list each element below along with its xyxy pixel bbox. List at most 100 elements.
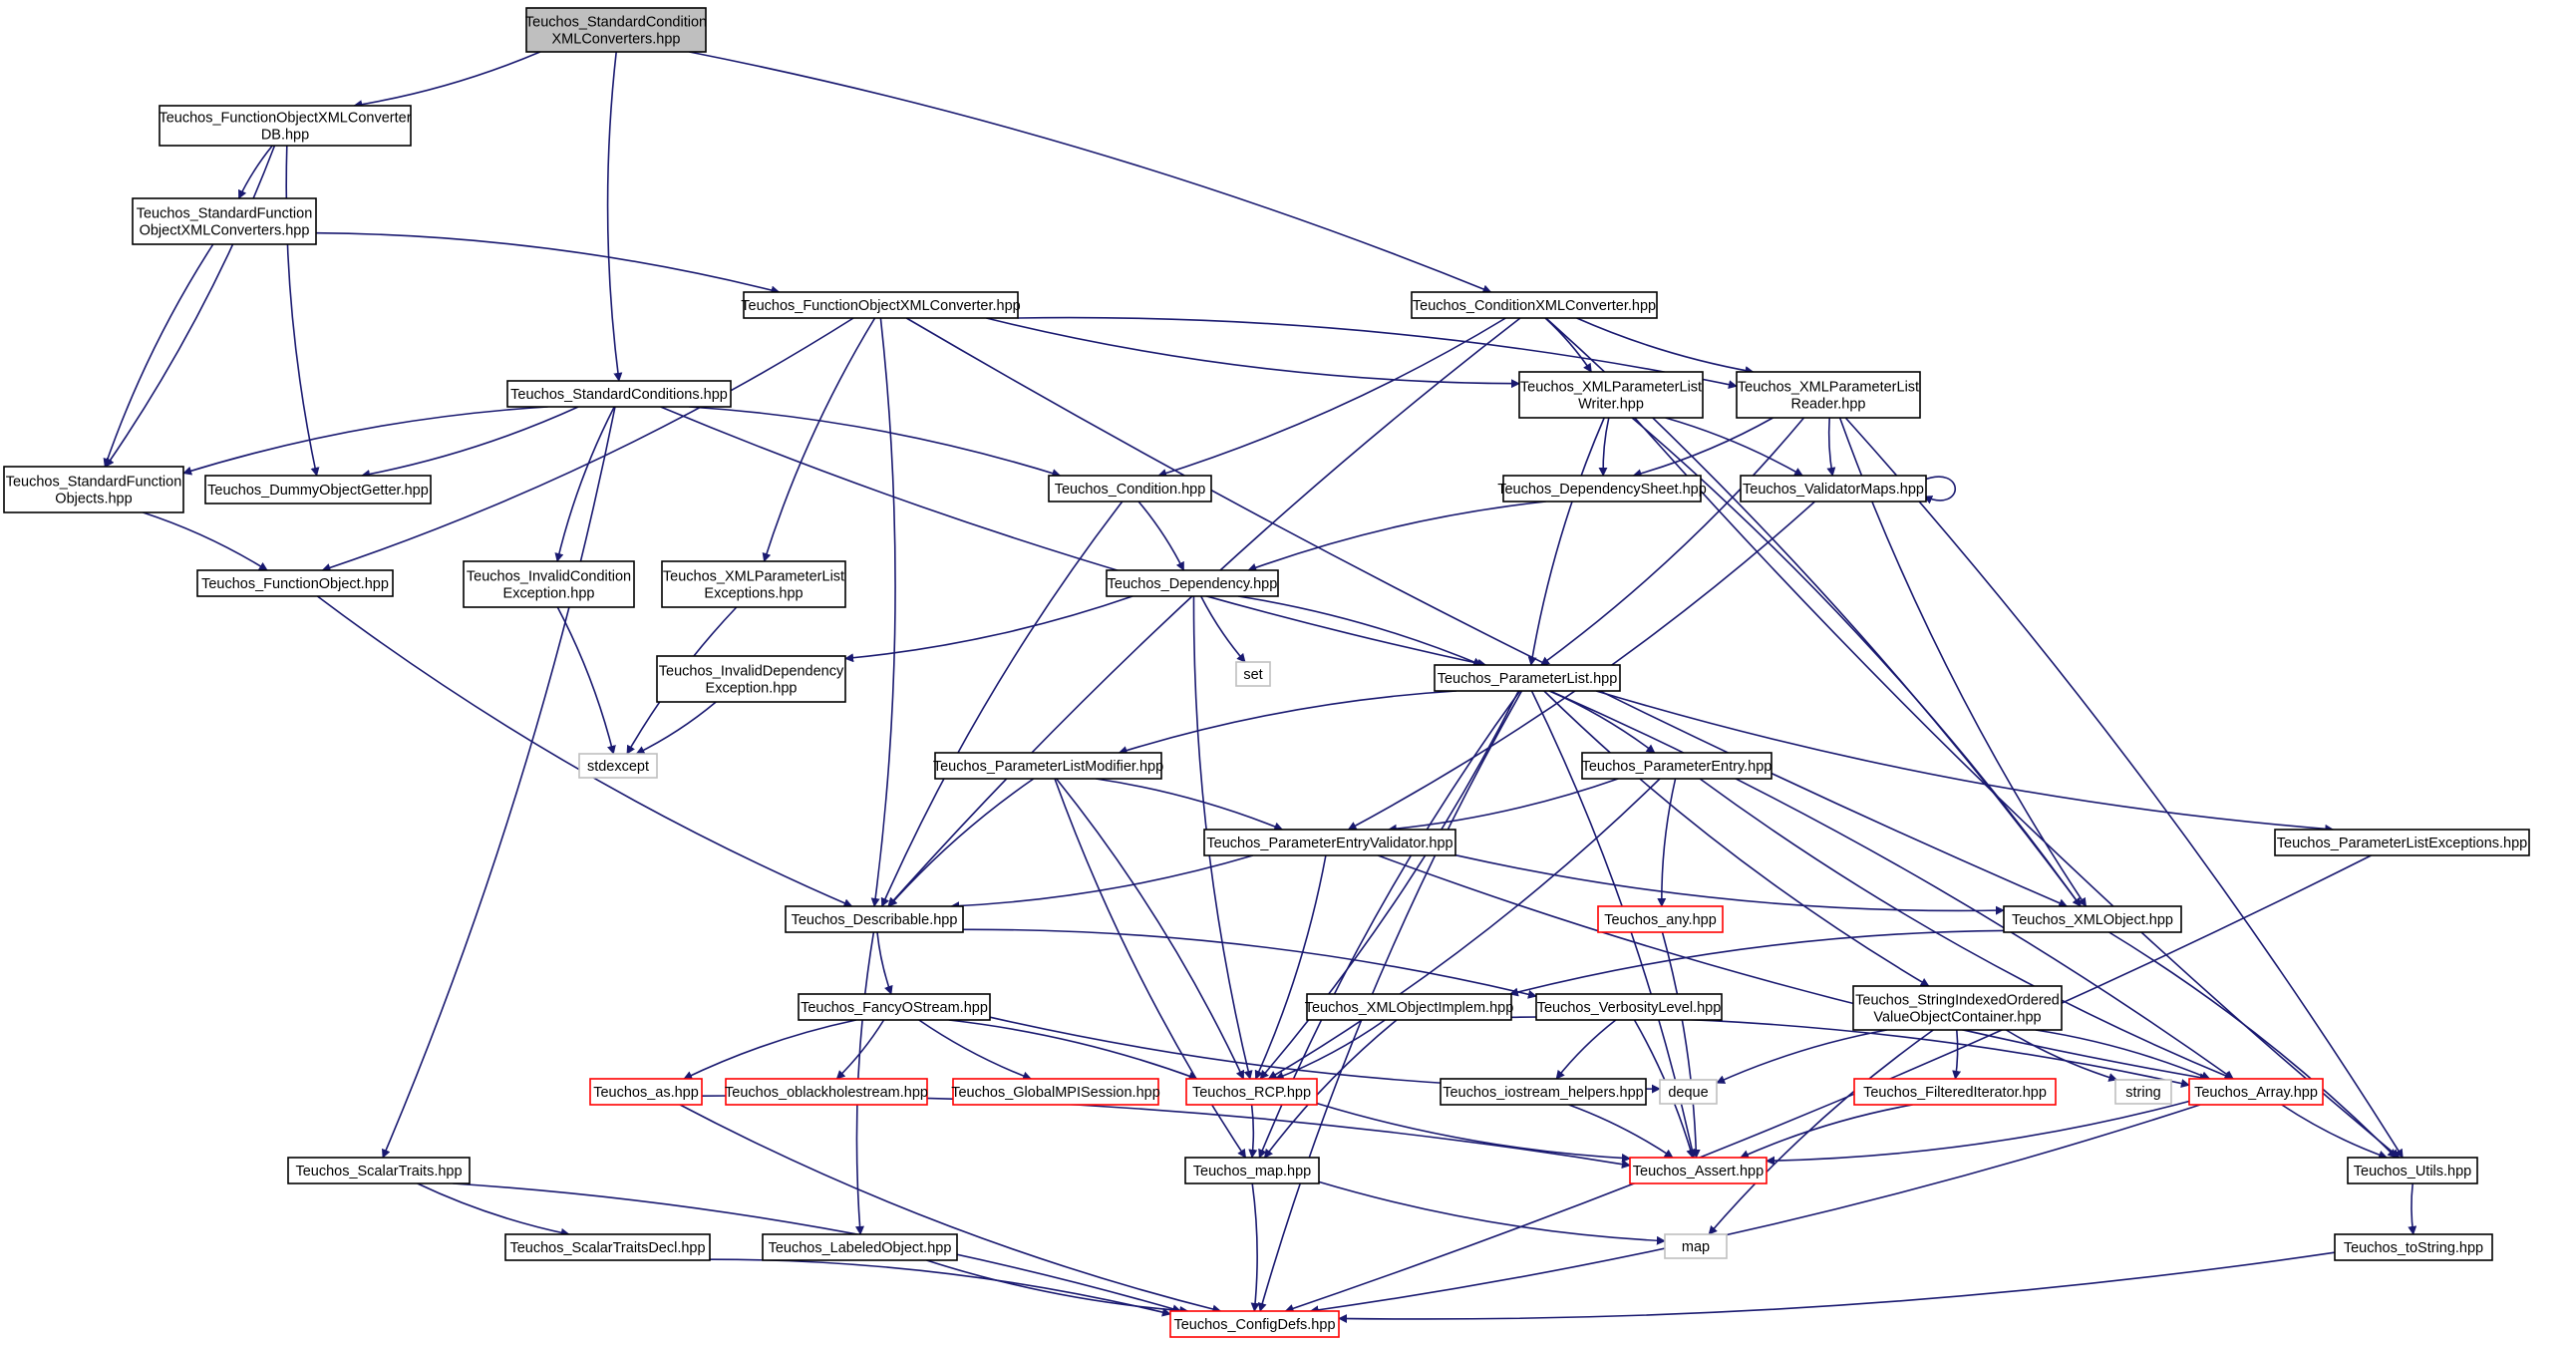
edge-depsheet-to-dep — [1247, 501, 1546, 572]
node-dog[interactable]: Teuchos_DummyObjectGetter.hpp — [204, 475, 432, 504]
edge-root-to-stdcond — [606, 51, 623, 382]
node-fit[interactable]: Teuchos_FilteredIterator.hpp — [1853, 1078, 2057, 1106]
edge-fos-to-as — [683, 1019, 857, 1080]
node-label: Teuchos_iostream_helpers.hpp — [1443, 1085, 1644, 1101]
node-label: Teuchos_toString.hpp — [2344, 1240, 2483, 1256]
node-any[interactable]: Teuchos_any.hpp — [1597, 905, 1724, 933]
edge-foxc-to-fo — [321, 317, 854, 572]
edge-st-to-cfg — [453, 1182, 1182, 1314]
edge-fos-to-gmpi — [918, 1019, 1033, 1081]
node-string[interactable]: string — [2114, 1079, 2172, 1105]
edge-plex-to-cfg — [1284, 854, 2372, 1313]
edge-fo-to-descr — [316, 595, 853, 907]
node-depsheet[interactable]: Teuchos_DependencySheet.hpp — [1497, 475, 1707, 503]
node-utils[interactable]: Teuchos_Utils.hpp — [2347, 1157, 2478, 1184]
node-stdexcept[interactable]: stdexcept — [578, 753, 658, 779]
node-xoi[interactable]: Teuchos_XMLObjectImplem.hpp — [1305, 993, 1514, 1021]
node-pl[interactable]: Teuchos_ParameterList.hpp — [1434, 664, 1621, 692]
node-box — [1502, 475, 1702, 503]
node-label: Teuchos_FancyOStream.hpp — [801, 1000, 988, 1016]
node-plex[interactable]: Teuchos_ParameterListExceptions.hpp — [2274, 829, 2530, 856]
node-cfg[interactable]: Teuchos_ConfigDefs.hpp — [1169, 1310, 1340, 1338]
node-cond[interactable]: Teuchos_Condition.hpp — [1048, 475, 1212, 503]
node-dep[interactable]: Teuchos_Dependency.hpp — [1106, 569, 1279, 597]
node-map[interactable]: Teuchos_map.hpp — [1184, 1157, 1320, 1184]
edge-xplr-to-valmaps — [1826, 417, 1836, 477]
node-box — [1411, 291, 1658, 319]
edge-ioh-to-assert — [1568, 1104, 1674, 1159]
node-root[interactable]: Teuchos_StandardConditionXMLConverters.h… — [525, 7, 707, 53]
node-box — [785, 905, 964, 933]
edge-dep-to-idex — [844, 595, 1133, 663]
node-box — [1434, 664, 1621, 692]
edge-dep-to-set — [1199, 595, 1246, 663]
node-label: Teuchos_ParameterListModifier.hpp — [933, 759, 1163, 775]
node-sfoxc[interactable]: Teuchos_StandardFunctionObjectXMLConvert… — [132, 197, 317, 245]
node-descr[interactable]: Teuchos_Describable.hpp — [785, 905, 964, 933]
edge-sfo-to-fo — [143, 511, 268, 571]
node-cxc[interactable]: Teuchos_ConditionXMLConverter.hpp — [1411, 291, 1658, 319]
node-label: Writer.hpp — [1578, 397, 1644, 413]
edge-plmod-to-rcp — [1055, 778, 1245, 1080]
node-assert[interactable]: Teuchos_Assert.hpp — [1629, 1157, 1768, 1184]
edge-sivoc-to-stdmap — [1708, 1029, 1934, 1235]
node-std[interactable]: Teuchos_ScalarTraitsDecl.hpp — [504, 1233, 711, 1261]
node-label: Teuchos_FunctionObjectXMLConverter.hpp — [741, 298, 1021, 314]
node-obh[interactable]: Teuchos_oblackholestream.hpp — [725, 1078, 928, 1106]
node-label: Teuchos_Condition.hpp — [1055, 482, 1206, 498]
edge-lo-to-cfg — [926, 1259, 1189, 1315]
edge-array-to-utils — [2281, 1104, 2389, 1160]
node-set[interactable]: set — [1235, 661, 1271, 687]
node-box — [1169, 1310, 1340, 1338]
node-box — [2274, 829, 2530, 856]
edge-sfoxc-to-sfo — [103, 243, 214, 468]
node-box — [1736, 371, 1921, 419]
node-valmaps[interactable]: Teuchos_ValidatorMaps.hpp — [1740, 475, 1927, 503]
node-box — [204, 475, 432, 504]
node-ioh[interactable]: Teuchos_iostream_helpers.hpp — [1440, 1078, 1647, 1106]
node-deque[interactable]: deque — [1659, 1079, 1718, 1105]
node-box — [743, 291, 1019, 319]
edge-tostr-to-cfg — [1338, 1251, 2336, 1324]
node-pev[interactable]: Teuchos_ParameterEntryValidator.hpp — [1203, 829, 1456, 856]
node-lo[interactable]: Teuchos_LabeledObject.hpp — [762, 1233, 958, 1261]
node-box — [1440, 1078, 1647, 1106]
node-stdmap[interactable]: map — [1664, 1233, 1728, 1259]
node-fos[interactable]: Teuchos_FancyOStream.hpp — [798, 993, 991, 1021]
node-as[interactable]: Teuchos_as.hpp — [589, 1078, 703, 1106]
edge-pl-to-sivoc — [1543, 690, 1930, 987]
node-box — [1740, 475, 1927, 503]
node-st[interactable]: Teuchos_ScalarTraits.hpp — [287, 1157, 471, 1184]
node-gmpi[interactable]: Teuchos_GlobalMPISession.hpp — [951, 1078, 1160, 1106]
node-array[interactable]: Teuchos_Array.hpp — [2188, 1078, 2324, 1106]
node-label: Teuchos_ParameterEntryValidator.hpp — [1206, 836, 1452, 851]
node-pe[interactable]: Teuchos_ParameterEntry.hpp — [1581, 752, 1772, 780]
node-fo[interactable]: Teuchos_FunctionObject.hpp — [196, 569, 394, 597]
edge-xplw-to-valmaps — [1665, 417, 1803, 477]
node-verb[interactable]: Teuchos_VerbosityLevel.hpp — [1535, 993, 1723, 1021]
node-label: Teuchos_FunctionObjectXMLConverter — [159, 111, 411, 127]
node-box — [1581, 752, 1772, 780]
node-plmod[interactable]: Teuchos_ParameterListModifier.hpp — [933, 752, 1163, 780]
node-sivoc[interactable]: Teuchos_StringIndexedOrderedValueObjectC… — [1852, 985, 2063, 1031]
node-tostr[interactable]: Teuchos_toString.hpp — [2334, 1233, 2493, 1261]
node-label: Teuchos_VerbosityLevel.hpp — [1537, 1000, 1722, 1016]
node-label: Exception.hpp — [503, 586, 595, 602]
node-stdcond[interactable]: Teuchos_StandardConditions.hpp — [506, 380, 732, 408]
node-foxc[interactable]: Teuchos_FunctionObjectXMLConverter.hpp — [741, 291, 1021, 319]
edge-root-to-cxc — [689, 51, 1492, 294]
node-label: Teuchos_ConfigDefs.hpp — [1173, 1317, 1335, 1333]
edge-cond-to-dep — [1137, 501, 1185, 571]
node-label: Teuchos_DependencySheet.hpp — [1497, 482, 1707, 498]
node-rcp[interactable]: Teuchos_RCP.hpp — [1185, 1078, 1318, 1106]
node-label: Teuchos_ParameterListExceptions.hpp — [2277, 836, 2527, 851]
edge-plmod-to-map — [1054, 778, 1247, 1159]
node-xmlobj[interactable]: Teuchos_XMLObject.hpp — [2003, 905, 2182, 933]
